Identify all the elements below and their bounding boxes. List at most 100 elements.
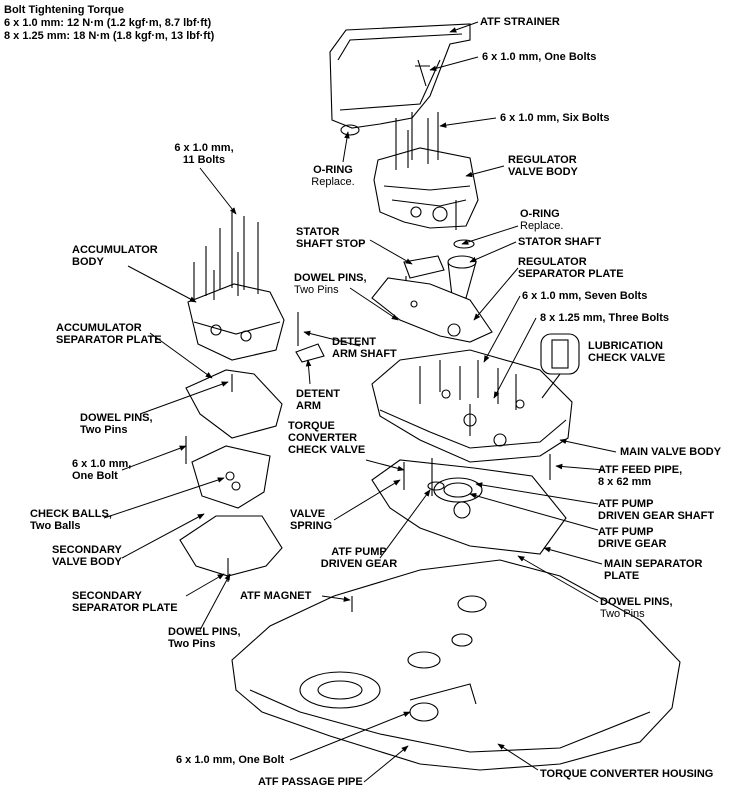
label-bolt-six: 6 x 1.0 mm, Six Bolts (500, 112, 609, 124)
main-valve-body-part (371, 349, 573, 463)
label-secondary-valve-body-line2: VALVE BODY (52, 556, 122, 568)
label-accumulator-body-line1: ACCUMULATOR (72, 244, 158, 256)
torque-spec-title: Bolt Tightening Torque (4, 4, 124, 16)
label-stator-shaft-text: STATOR SHAFT (518, 236, 602, 248)
label-oring-2-sub: Replace. (520, 220, 564, 232)
label-detent-arm: DETENT ARM (296, 388, 340, 412)
label-bolt-eleven-line1: 6 x 1.0 mm, (174, 142, 234, 154)
label-regulator-valve-body-line1: REGULATOR (508, 154, 577, 166)
torque-spec-line-8mm: 8 x 1.25 mm: 18 N·m (1.8 kgf·m, 13 lbf·f… (4, 30, 215, 42)
label-bolt-seven: 6 x 1.0 mm, Seven Bolts (522, 290, 647, 302)
label-regulator-valve-body-line2: VALVE BODY (508, 166, 578, 178)
label-secondary-separator-plate-line2: SEPARATOR PLATE (72, 602, 178, 614)
label-secondary-separator-plate-line1: SECONDARY (72, 590, 142, 602)
label-main-valve-body-text: MAIN VALVE BODY (620, 446, 722, 458)
label-atf-pump-drive-gear-line1: ATF PUMP (598, 526, 654, 538)
label-valve-spring-line2: SPRING (290, 520, 333, 532)
label-lubrication-check-valve-line1: LUBRICATION (588, 340, 663, 352)
label-lubrication-check-valve: LUBRICATION CHECK VALVE (588, 340, 665, 364)
label-bolt-one-bottom-text: 6 x 1.0 mm, One Bolt (176, 754, 285, 766)
label-atf-feed-pipe: ATF FEED PIPE, 8 x 62 mm (598, 464, 682, 488)
regulator-separator-plate-part (371, 277, 493, 343)
detent-arm-part (295, 312, 325, 363)
label-atf-pump-drive-gear-line2: DRIVE GEAR (598, 538, 667, 550)
label-bolt-eleven-line2: 11 Bolts (182, 154, 226, 166)
label-bolt-seven-text: 6 x 1.0 mm, Seven Bolts (522, 290, 648, 302)
label-accumulator-body: ACCUMULATOR BODY (72, 244, 158, 268)
label-dowel-pins-right-line2: Two Pins (600, 608, 645, 620)
label-accumulator-body-line2: BODY (72, 256, 104, 268)
label-main-separator-plate-line1: MAIN SEPARATOR (604, 558, 703, 570)
label-accumulator-separator-plate-line1: ACCUMULATOR (56, 322, 142, 334)
label-bolt-six-text: 6 x 1.0 mm, Six Bolts (500, 112, 610, 124)
label-torque-converter-check-valve: TORQUE CONVERTER CHECK VALVE (288, 420, 365, 456)
label-atf-pump-driven-gear-line1: ATF PUMP (331, 546, 387, 558)
label-dowel-pins-bottom-line1: DOWEL PINS, (168, 626, 241, 638)
label-stator-shaft-stop-line2: SHAFT STOP (296, 238, 366, 250)
label-bolt-three: 8 x 1.25 mm, Three Bolts (540, 312, 669, 324)
label-oring-1: O-RING Replace. (298, 164, 368, 188)
label-atf-feed-pipe-line1: ATF FEED PIPE, (598, 464, 683, 476)
accumulator-body-part (187, 212, 285, 361)
label-bolt-one-left-line1: 6 x 1.0 mm, (72, 458, 132, 470)
label-oring-1-sub: Replace. (311, 176, 355, 188)
label-torque-converter-housing-text: TORQUE CONVERTER HOUSING (540, 768, 714, 780)
secondary-valve-body-part (185, 436, 271, 509)
label-atf-pump-drive-gear: ATF PUMP DRIVE GEAR (598, 526, 666, 550)
label-atf-pump-driven-gear-shaft-line1: ATF PUMP (598, 498, 654, 510)
label-atf-pump-driven-gear-line2: DRIVEN GEAR (320, 558, 398, 570)
label-check-balls-line2: Two Balls (30, 520, 81, 532)
label-detent-arm-line1: DETENT (296, 388, 340, 400)
label-stator-shaft-stop: STATOR SHAFT STOP (296, 226, 365, 250)
label-accumulator-separator-plate-line2: SEPARATOR PLATE (56, 334, 162, 346)
regulator-valve-body-part (373, 112, 479, 230)
leader-lines (103, 21, 617, 783)
atf-strainer-part (329, 23, 471, 136)
label-bolt-one-top: 6 x 1.0 mm, One Bolts (482, 51, 596, 63)
accumulator-separator-plate-part (185, 369, 283, 439)
label-dowel-pins-top-line2: Two Pins (294, 284, 339, 296)
label-atf-strainer-text: ATF STRAINER (480, 16, 560, 28)
label-dowel-pins-left-line1: DOWEL PINS, (80, 412, 153, 424)
label-main-valve-body: MAIN VALVE BODY (620, 446, 721, 458)
label-atf-passage-pipe: ATF PASSAGE PIPE (258, 776, 363, 788)
label-valve-spring: VALVE SPRING (290, 508, 332, 532)
label-dowel-pins-bottom: DOWEL PINS, Two Pins (168, 626, 241, 650)
label-bolt-one-bottom: 6 x 1.0 mm, One Bolt (176, 754, 284, 766)
label-valve-spring-line1: VALVE (290, 508, 326, 520)
label-torque-converter-check-valve-line2: CONVERTER (288, 432, 358, 444)
label-torque-converter-check-valve-line1: TORQUE (288, 420, 335, 432)
secondary-separator-plate-part (179, 515, 283, 582)
label-stator-shaft-stop-line1: STATOR (296, 226, 340, 238)
label-accumulator-separator-plate: ACCUMULATOR SEPARATOR PLATE (56, 322, 162, 346)
label-check-balls-line1: CHECK BALLS, (30, 508, 112, 520)
torque-spec-line-6mm: 6 x 1.0 mm: 12 N·m (1.2 kgf·m, 8.7 lbf·f… (4, 17, 212, 29)
label-atf-pump-driven-gear: ATF PUMP DRIVEN GEAR (314, 546, 404, 570)
label-check-balls: CHECK BALLS, Two Balls (30, 508, 112, 532)
label-secondary-separator-plate: SECONDARY SEPARATOR PLATE (72, 590, 178, 614)
label-dowel-pins-top-line1: DOWEL PINS, (294, 272, 367, 284)
label-stator-shaft: STATOR SHAFT (518, 236, 601, 248)
label-bolt-one-left: 6 x 1.0 mm, One Bolt (72, 458, 131, 482)
label-dowel-pins-right-line1: DOWEL PINS, (600, 596, 673, 608)
label-bolt-one-left-line2: One Bolt (72, 470, 118, 482)
label-dowel-pins-bottom-line2: Two Pins (168, 638, 216, 650)
label-atf-passage-pipe-text: ATF PASSAGE PIPE (258, 776, 363, 788)
label-regulator-valve-body: REGULATOR VALVE BODY (508, 154, 578, 178)
label-regulator-separator-plate-line2: SEPARATOR PLATE (518, 268, 624, 280)
label-atf-pump-driven-gear-shaft-line2: DRIVEN GEAR SHAFT (598, 510, 715, 522)
label-atf-feed-pipe-line2: 8 x 62 mm (598, 476, 652, 488)
label-detent-arm-shaft: DETENT ARM SHAFT (332, 336, 397, 360)
label-detent-arm-line2: ARM (296, 400, 322, 412)
label-regulator-separator-plate: REGULATOR SEPARATOR PLATE (518, 256, 624, 280)
label-bolt-one-top-text: 6 x 1.0 mm, One Bolts (482, 51, 597, 63)
label-dowel-pins-left-line2: Two Pins (80, 424, 128, 436)
torque-spec-header: Bolt Tightening Torque 6 x 1.0 mm: 12 N·… (4, 4, 214, 43)
main-separator-plate-part (371, 458, 567, 555)
label-torque-converter-check-valve-line3: CHECK VALVE (288, 444, 366, 456)
label-main-separator-plate-line2: PLATE (604, 570, 640, 582)
label-detent-arm-shaft-line2: ARM SHAFT (332, 348, 397, 360)
lubrication-check-valve-detail (540, 333, 580, 399)
label-lubrication-check-valve-line2: CHECK VALVE (588, 352, 666, 364)
